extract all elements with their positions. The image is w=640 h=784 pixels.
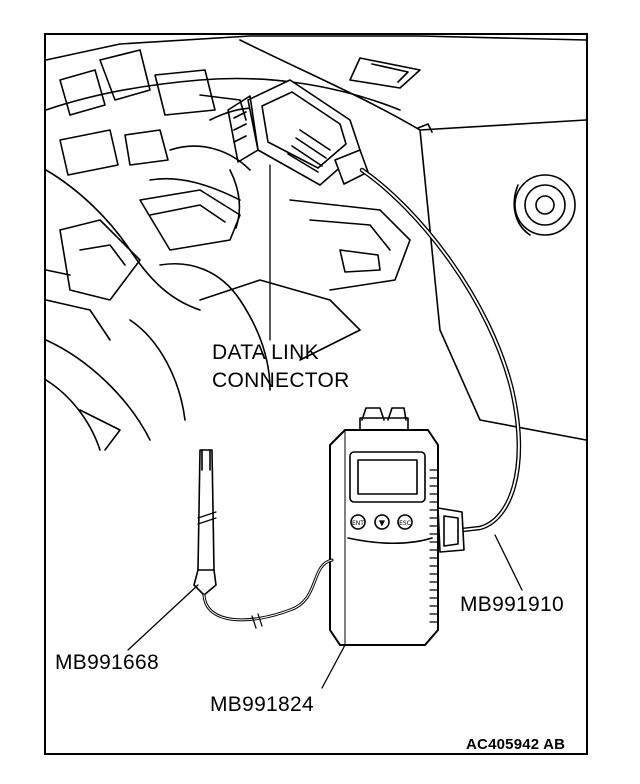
data-link-connector-plug <box>227 79 369 186</box>
figure-frame <box>44 33 588 755</box>
probe-mb991668 <box>193 449 334 629</box>
tester-mb991824-label: MB991824 <box>210 693 314 716</box>
data-link-connector-label-line2: CONNECTOR <box>212 369 350 392</box>
enter-button: ENT <box>352 520 364 527</box>
tester-button-glyphs: ENT ▼ ESC <box>352 519 411 528</box>
cable-mb991910 <box>359 167 521 553</box>
leader-lines <box>127 164 523 689</box>
data-link-connector-label-line1: DATA LINK <box>212 341 319 364</box>
tester-mb991824 <box>329 407 439 646</box>
cable-mb991910-label: MB991910 <box>460 593 564 616</box>
esc-button: ESC <box>399 520 411 527</box>
figure-code: AC405942 AB <box>466 736 566 753</box>
probe-mb991668-label: MB991668 <box>55 651 159 674</box>
down-arrow-button: ▼ <box>379 519 386 528</box>
dashboard-structure <box>45 35 587 451</box>
